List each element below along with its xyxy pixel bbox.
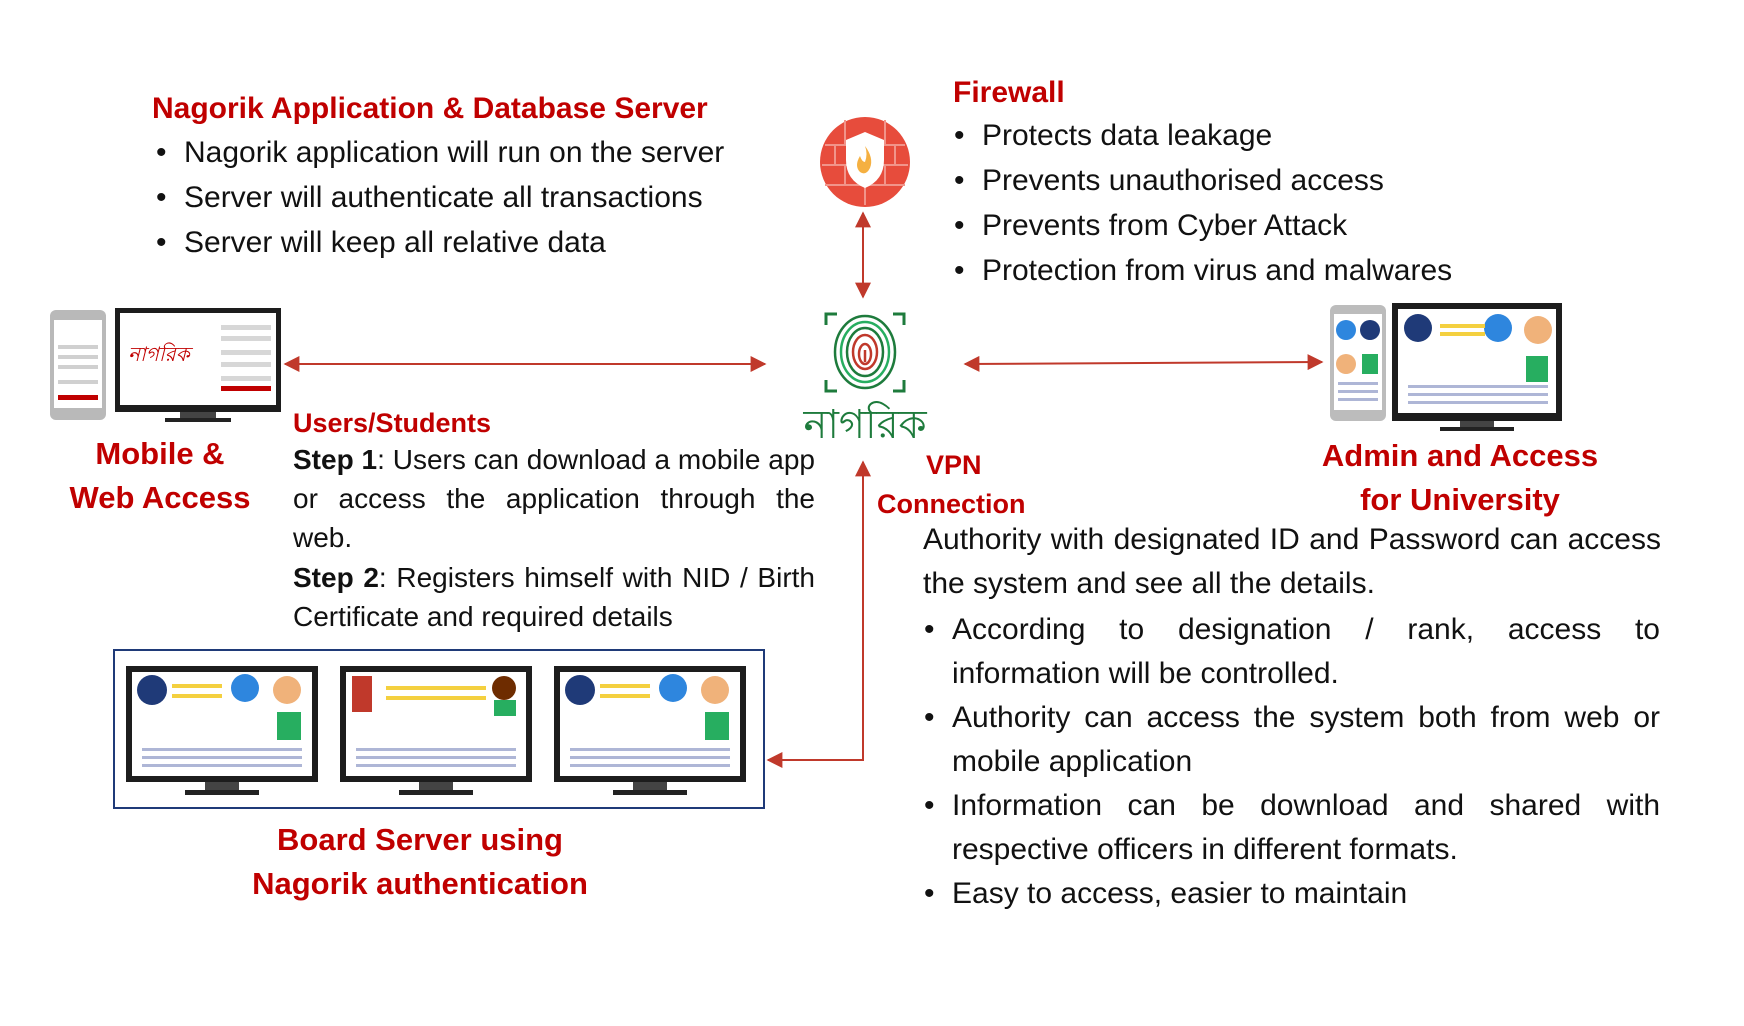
users-step2: Step 2: Registers himself with NID / Bir… — [293, 558, 815, 636]
firewall-bullet: Prevents unauthorised access — [950, 158, 1650, 203]
users-title: Users/Students — [293, 408, 492, 438]
arrow-hub-admin — [963, 354, 1324, 372]
server-bullet: Server will authenticate all transaction… — [152, 175, 832, 220]
step2-label: Step 2 — [293, 562, 379, 593]
admin-title-line2: for University — [1360, 482, 1560, 517]
server-bullet: Nagorik application will run on the serv… — [152, 130, 832, 175]
board-title-line1: Board Server using — [277, 822, 563, 857]
admin-bullet-list: According to designation / rank, access … — [920, 608, 1660, 916]
board-title: Board Server using Nagorik authenticatio… — [200, 818, 640, 906]
firewall-icon — [820, 117, 910, 207]
server-title: Nagorik Application & Database Server — [152, 92, 708, 125]
board-monitor-2 — [340, 666, 532, 795]
vpn-label: VPN Connection — [877, 446, 1038, 524]
board-server-panel — [113, 649, 765, 809]
step1-text: : Users can download a mobile app or acc… — [293, 444, 815, 553]
board-monitor-3 — [554, 666, 746, 795]
users-step1: Step 1: Users can download a mobile app … — [293, 440, 815, 557]
step2-text: : Registers himself with NID / Birth Cer… — [293, 562, 815, 632]
board-title-line2: Nagorik authentication — [252, 866, 588, 901]
admin-bullet: Easy to access, easier to maintain — [920, 872, 1660, 916]
mobile-web-label-line1: Mobile & — [95, 436, 225, 471]
admin-bullet: Information can be download and shared w… — [920, 784, 1660, 872]
admin-bullet: Authority can access the system both fro… — [920, 696, 1660, 784]
admin-title-line1: Admin and Access — [1321, 438, 1599, 473]
server-bullet: Server will keep all relative data — [152, 220, 832, 265]
step1-label: Step 1 — [293, 444, 378, 475]
server-bullet-list: Nagorik application will run on the serv… — [152, 130, 832, 265]
firewall-bullet: Prevents from Cyber Attack — [950, 203, 1650, 248]
mobile-screen-brand: নাগরিক — [128, 342, 190, 366]
firewall-bullet: Protection from virus and malwares — [950, 248, 1650, 293]
vpn-label-line1: VPN — [926, 450, 982, 480]
firewall-title: Firewall — [953, 76, 1065, 109]
nagorik-logo-text: নাগরিক — [803, 402, 927, 448]
arrow-hub-board — [766, 460, 871, 768]
vpn-label-line2: Connection — [877, 489, 1026, 519]
firewall-bullet: Protects data leakage — [950, 113, 1650, 158]
firewall-bullet-list: Protects data leakage Prevents unauthori… — [950, 113, 1650, 293]
mobile-web-label-line2: Web Access — [69, 480, 251, 515]
admin-title: Admin and Access for University — [1290, 434, 1630, 522]
admin-bullet: According to designation / rank, access … — [920, 608, 1660, 696]
board-monitor-1 — [126, 666, 318, 795]
mobile-web-device — [50, 308, 281, 422]
admin-intro: Authority with designated ID and Passwor… — [923, 523, 1661, 600]
admin-devices — [1330, 303, 1562, 431]
mobile-web-label: Mobile & Web Access — [55, 432, 265, 520]
fingerprint-icon — [824, 312, 906, 393]
